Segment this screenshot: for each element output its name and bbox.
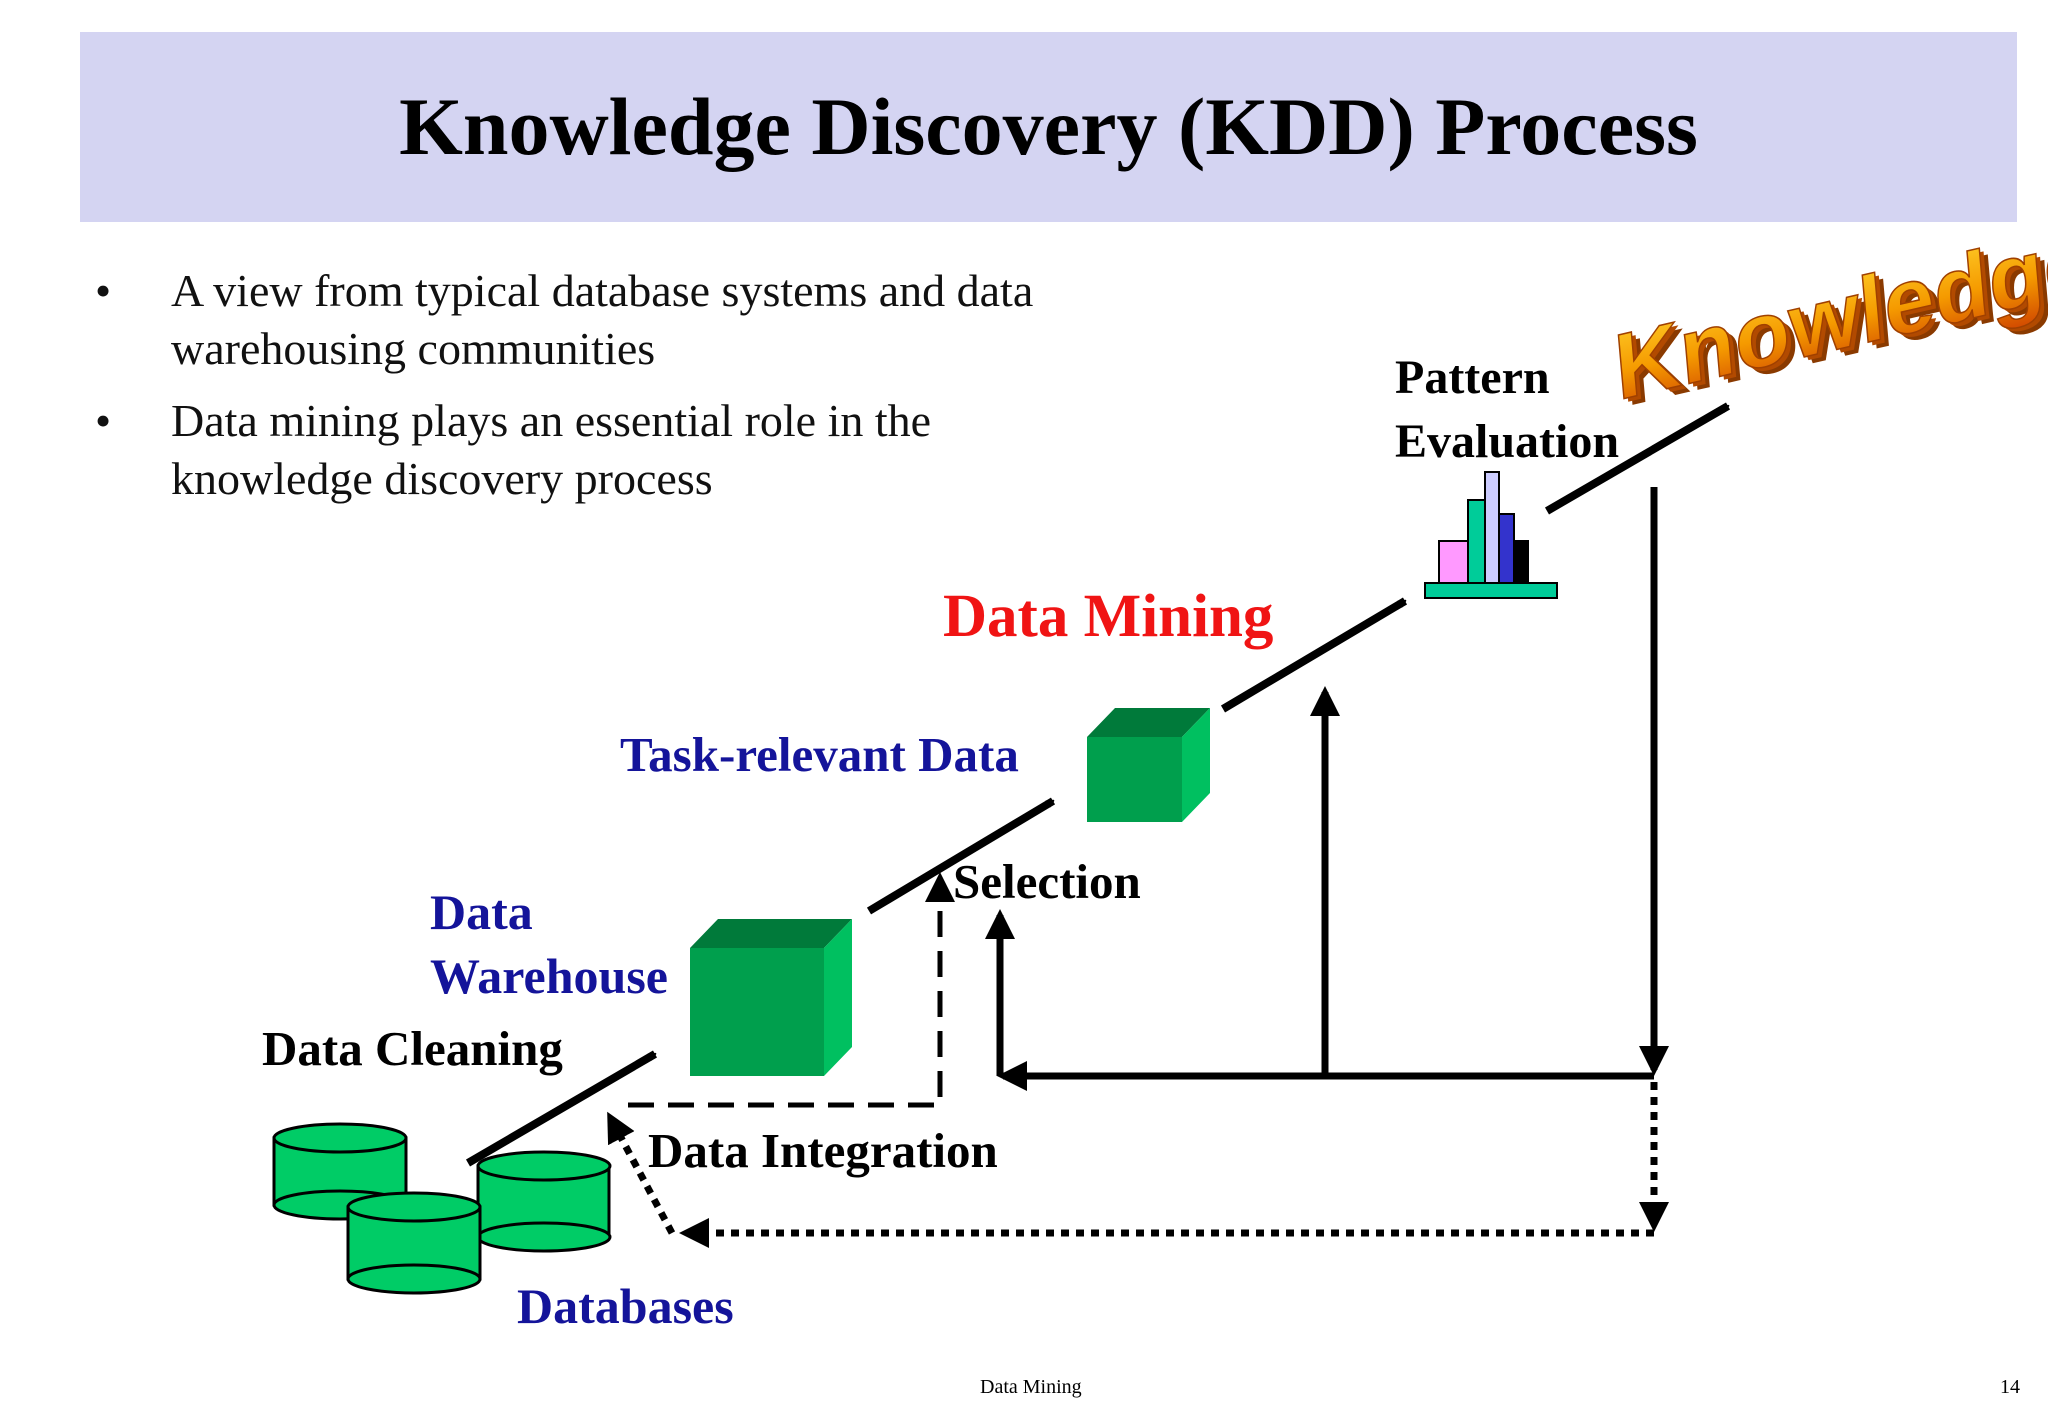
svg-text:Knowledge: Knowledge: [1611, 206, 2048, 420]
dotted-feedback-path: [606, 1082, 1669, 1248]
slide-title: Knowledge Discovery (KDD) Process: [399, 81, 1698, 172]
bullet-item: • A view from typical database systems a…: [95, 262, 1095, 378]
knowledge-wordart-icon: Knowledge Knowledge Knowledge: [1610, 205, 2048, 426]
title-band: Knowledge Discovery (KDD) Process: [80, 32, 2017, 222]
data-cleaning-label: Data Cleaning: [262, 1021, 563, 1076]
database-cylinder-icon: [346, 1191, 482, 1295]
selection-label: Selection: [953, 854, 1141, 909]
database-cylinder-icon: [272, 1122, 408, 1221]
page-number: 14: [2000, 1376, 2020, 1398]
data-warehouse-label: Data Warehouse: [430, 884, 668, 1004]
bullet-dot-icon: •: [95, 265, 112, 316]
task-relevant-data-cube-icon: [1087, 708, 1210, 822]
bullet-text: A view from typical database systems and…: [171, 265, 1034, 374]
bullet-item: • Data mining plays an essential role in…: [95, 392, 1095, 508]
database-cylinder-icon: [476, 1150, 612, 1253]
pattern-evaluation-label: Pattern Evaluation: [1395, 351, 1620, 468]
data-warehouse-cube-icon: [690, 919, 852, 1076]
selection-arrow: [866, 797, 1056, 915]
cleaning-arrow: [465, 1050, 655, 1167]
task-relevant-data-label: Task-relevant Data: [620, 727, 1019, 782]
data-mining-label: Data Mining: [943, 583, 1274, 650]
data-integration-label: Data Integration: [648, 1123, 998, 1178]
mining-arrow: [1220, 597, 1408, 713]
footer-title: Data Mining: [980, 1376, 1082, 1398]
bullet-dot-icon: •: [95, 395, 112, 446]
bullet-list: • A view from typical database systems a…: [95, 262, 1095, 522]
pattern-bar-chart-icon: [1424, 471, 1558, 599]
bullet-text: Data mining plays an essential role in t…: [171, 395, 932, 504]
databases-label: Databases: [517, 1278, 734, 1334]
feedback-loop: [985, 487, 1669, 1091]
evaluation-arrow: [1544, 402, 1728, 515]
integration-dashed-path: [628, 872, 955, 1108]
